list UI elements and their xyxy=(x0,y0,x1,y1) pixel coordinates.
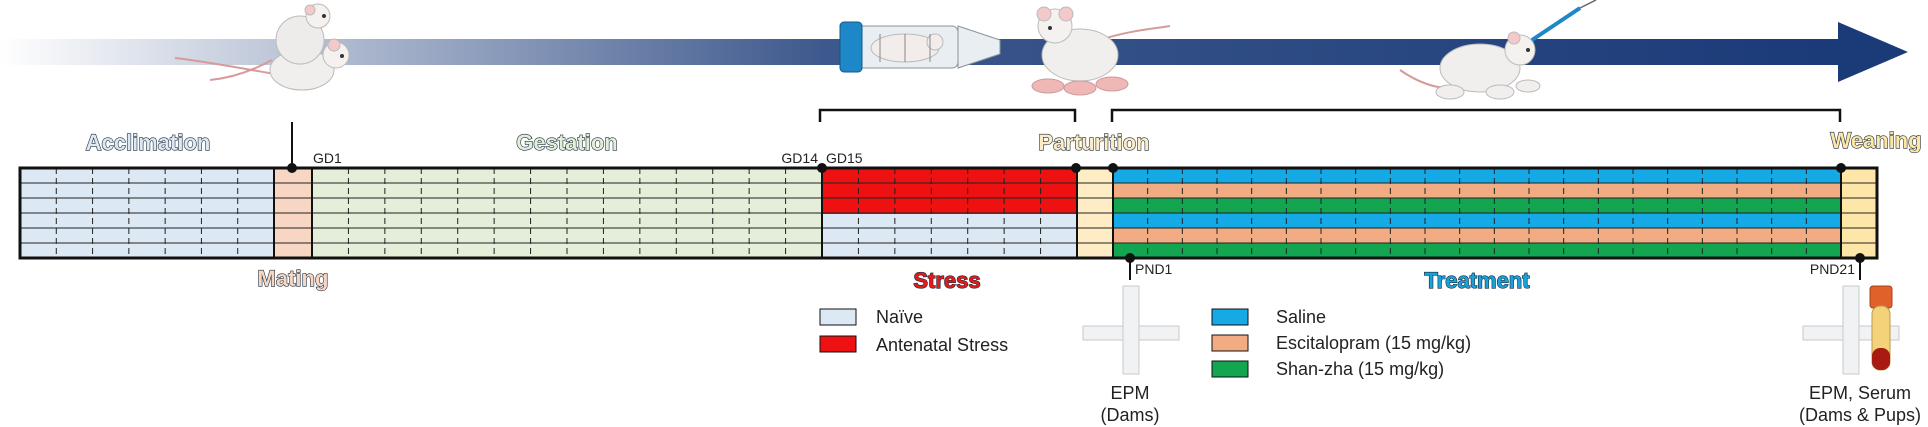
tick-label-gd1: GD1 xyxy=(313,150,342,166)
treatment-bracket xyxy=(1110,108,1842,122)
dam-with-pups-illustration xyxy=(1031,6,1171,96)
caption-epm-serum-line1: EPM, Serum xyxy=(1809,383,1911,403)
stress-block-antenatal xyxy=(822,168,1077,214)
timeline-gridlines xyxy=(20,168,1877,258)
legend-swatch-shanzha xyxy=(1211,360,1249,378)
phase-label-treatment: Treatment xyxy=(1424,268,1530,293)
phase-label-mating: Mating xyxy=(258,266,329,291)
treatment-row-saline xyxy=(1113,168,1841,183)
tick-pnd21 xyxy=(1855,253,1865,280)
treatment-row-shanzha xyxy=(1113,243,1841,258)
treatment-row-escitalopram xyxy=(1113,183,1841,198)
legend-label-naive: Naïve xyxy=(876,307,923,327)
caption-epm-serum-line2: (Dams & Pups) xyxy=(1799,405,1921,425)
legend-swatch-antenatal-stress xyxy=(819,335,857,353)
treatment-row-escitalopram xyxy=(1113,228,1841,243)
stress-block-naive xyxy=(822,214,1077,258)
legend-swatch-saline xyxy=(1211,308,1249,326)
phase-label-acclimation: Acclimation xyxy=(86,130,211,155)
legend-label-escitalopram: Escitalopram (15 mg/kg) xyxy=(1276,333,1471,353)
timeline-border xyxy=(18,166,1879,260)
legend-treatment: Saline Escitalopram (15 mg/kg) Shan-zha … xyxy=(1211,307,1471,379)
phase-label-stress: Stress xyxy=(913,268,980,293)
tick-treatment-end xyxy=(1836,163,1846,173)
legend-label-saline: Saline xyxy=(1276,307,1326,327)
serum-tube-icon xyxy=(1869,285,1893,371)
timeline-table xyxy=(18,166,1879,260)
stress-bracket xyxy=(818,108,1077,122)
tick-gd1 xyxy=(287,122,297,173)
treatment-injection-illustration xyxy=(1399,0,1597,100)
restraint-tube-illustration xyxy=(839,21,1001,73)
arrow-head xyxy=(1838,22,1908,82)
treatment-row-saline xyxy=(1113,213,1841,228)
tick-pnd1 xyxy=(1125,253,1135,280)
tick-parturition-start xyxy=(1071,163,1081,173)
caption-epm-dams-line2: (Dams) xyxy=(1101,405,1160,425)
tick-treatment-start xyxy=(1108,163,1118,173)
epm-maze-icon xyxy=(1082,285,1180,375)
treatment-row-shanzha xyxy=(1113,198,1841,213)
caption-epm-dams-line1: EPM xyxy=(1110,383,1149,403)
legend-swatch-escitalopram xyxy=(1211,334,1249,352)
phase-label-parturition: Parturition xyxy=(1038,130,1149,155)
phase-label-gestation: Gestation xyxy=(516,130,617,155)
tick-label-gd14: GD14 xyxy=(781,150,818,166)
legend-swatch-naive xyxy=(819,308,857,326)
legend-label-shanzha: Shan-zha (15 mg/kg) xyxy=(1276,359,1444,379)
phase-label-weaning: Weaning xyxy=(1830,128,1921,153)
tick-label-pnd1: PND1 xyxy=(1135,261,1173,277)
mating-mice-illustration xyxy=(174,3,350,91)
tick-gd14-gd15 xyxy=(817,163,827,173)
tick-label-pnd21: PND21 xyxy=(1810,261,1855,277)
legend-label-antenatal-stress: Antenatal Stress xyxy=(876,335,1008,355)
legend-stress: Naïve Antenatal Stress xyxy=(819,307,1008,355)
tick-label-gd15: GD15 xyxy=(826,150,863,166)
treatment-rows xyxy=(1113,168,1841,258)
